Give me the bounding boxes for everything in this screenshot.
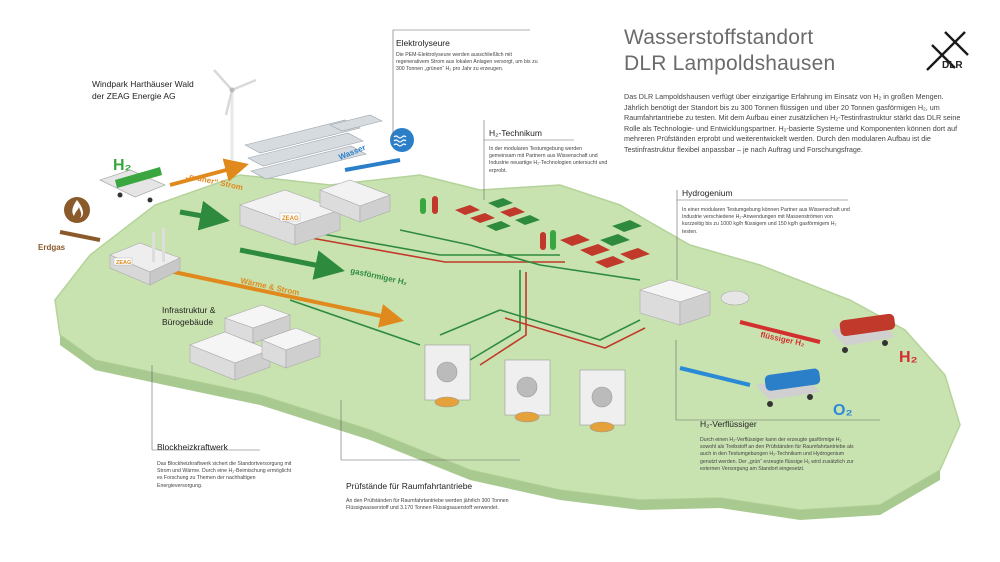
gasfoermiger-h2-arrow (239, 247, 345, 280)
windpark-label-line2: der ZEAG Energie AG (92, 91, 176, 101)
intro-paragraph: Das DLR Lampoldshausen verfügt über einz… (624, 92, 961, 154)
fluessiger-h2-arrow (739, 320, 821, 344)
zeag-badge: ZEAG (279, 212, 301, 222)
dlr-logo-icon (926, 31, 969, 71)
wasser-arrow (344, 158, 401, 172)
h2-truck-green (99, 167, 166, 203)
page-title-line1: Wasserstoffstandort (624, 26, 814, 49)
dlr-logo-text: DLR (942, 60, 963, 71)
erdgas-label: Erdgas (38, 243, 66, 252)
elektrolyseur-building (239, 189, 341, 246)
bhkw-text: Das Blockheizkraftwerk sichert die Stand… (157, 461, 292, 489)
pruefstaende-text: An den Prüfständen für Raumfahrtantriebe… (346, 498, 509, 512)
erdgas-arrow (59, 230, 101, 242)
callout-lines (151, 29, 880, 461)
o2-arrow (679, 366, 751, 387)
waerme-strom-arrow (154, 266, 404, 328)
h2-technikum-title: H₂-Technikum (489, 128, 542, 138)
h2-red-symbol: H₂ (899, 349, 918, 366)
h2-technikum-containers (420, 196, 540, 231)
lox-truck (755, 368, 821, 407)
h2-technikum-text: In der modularen Testumgebung werden gem… (489, 146, 608, 174)
pruefstaende-title: Prüfstände für Raumfahrtantriebe (346, 481, 473, 491)
lh2-truck (830, 313, 896, 353)
office-buildings (189, 304, 321, 381)
hydrogenium-text: In einer modularen Testumgebung können P… (682, 207, 850, 235)
o2-symbol: O₂ (833, 402, 853, 419)
h2-green-symbol: H₂ (113, 157, 132, 174)
verfluessiger-title: H₂-Verflüssiger (700, 419, 757, 429)
svg-text:ZEAG: ZEAG (282, 216, 299, 222)
flame-icon (64, 197, 90, 223)
liquefier-building (639, 279, 750, 326)
green-h2-arrow-small (179, 200, 230, 231)
elektrolyseure-title: Elektrolyseure (396, 38, 450, 48)
page-title-line2: DLR Lampoldshausen (624, 52, 836, 75)
solar-panel-icon (244, 114, 383, 180)
bhkw-title: Blockheizkraftwerk (157, 442, 228, 452)
water-icon (390, 128, 414, 152)
ground-edge (60, 335, 940, 520)
windpark-label-line1: Windpark Harthäuser Wald (92, 79, 194, 89)
gruener-strom-arrow (169, 158, 249, 187)
svg-text:ZEAG: ZEAG (116, 260, 131, 266)
hydrogenium-title: Hydrogenium (682, 188, 733, 198)
pipe-network (289, 229, 646, 366)
test-stands (424, 344, 626, 433)
water-treatment-building (319, 179, 391, 223)
zeag-badge-bhkw: ZEAG (113, 257, 133, 266)
elektrolyseure-text: Die PEM-Elektrolyseure werden ausschließ… (396, 52, 538, 73)
infrastruktur-label-line1: Infrastruktur & (162, 305, 216, 315)
verfluessiger-text: Durch einen H₂-Verflüssiger kann der erz… (700, 437, 854, 472)
hydrogenium-containers (540, 220, 650, 268)
wind-turbine-icon (213, 69, 257, 160)
infrastruktur-label-line2: Bürogebäude (162, 317, 214, 327)
